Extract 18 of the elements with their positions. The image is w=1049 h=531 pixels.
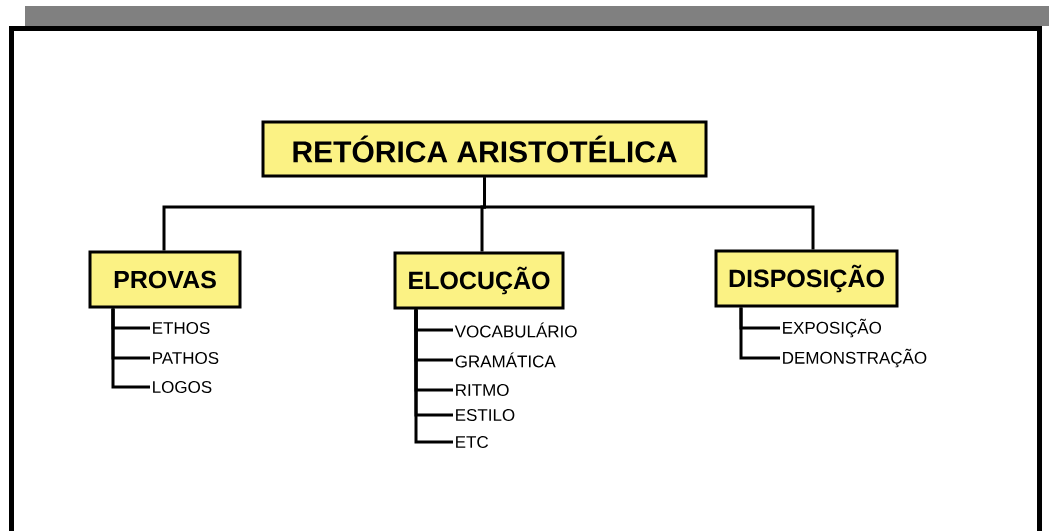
title-box: RETÓRICA ARISTOTÉLICA bbox=[261, 120, 708, 178]
category-box: PROVAS bbox=[88, 250, 242, 309]
item-label: DEMONSTRAÇÃO bbox=[783, 348, 927, 368]
category-box: ELOCUÇÃO bbox=[393, 251, 565, 310]
item-label: EXPOSIÇÃO bbox=[783, 318, 882, 338]
item-label: ESTILO bbox=[456, 409, 515, 422]
item-label: ETHOS bbox=[153, 322, 210, 335]
item-label: PATHOS bbox=[153, 352, 219, 365]
item-label: GRAMÁTICA bbox=[455, 352, 556, 368]
item-label: LOGOS bbox=[153, 381, 212, 394]
connector-line bbox=[414, 309, 453, 444]
connector-line bbox=[111, 308, 150, 389]
connector-line bbox=[739, 307, 780, 360]
item-label: VOCABULÁRIO bbox=[454, 322, 577, 338]
item-label: RITMO bbox=[456, 384, 509, 397]
category-box: DISPOSIÇÃO bbox=[714, 249, 899, 308]
item-label: ETC bbox=[456, 436, 489, 449]
connector-line bbox=[483, 177, 815, 250]
